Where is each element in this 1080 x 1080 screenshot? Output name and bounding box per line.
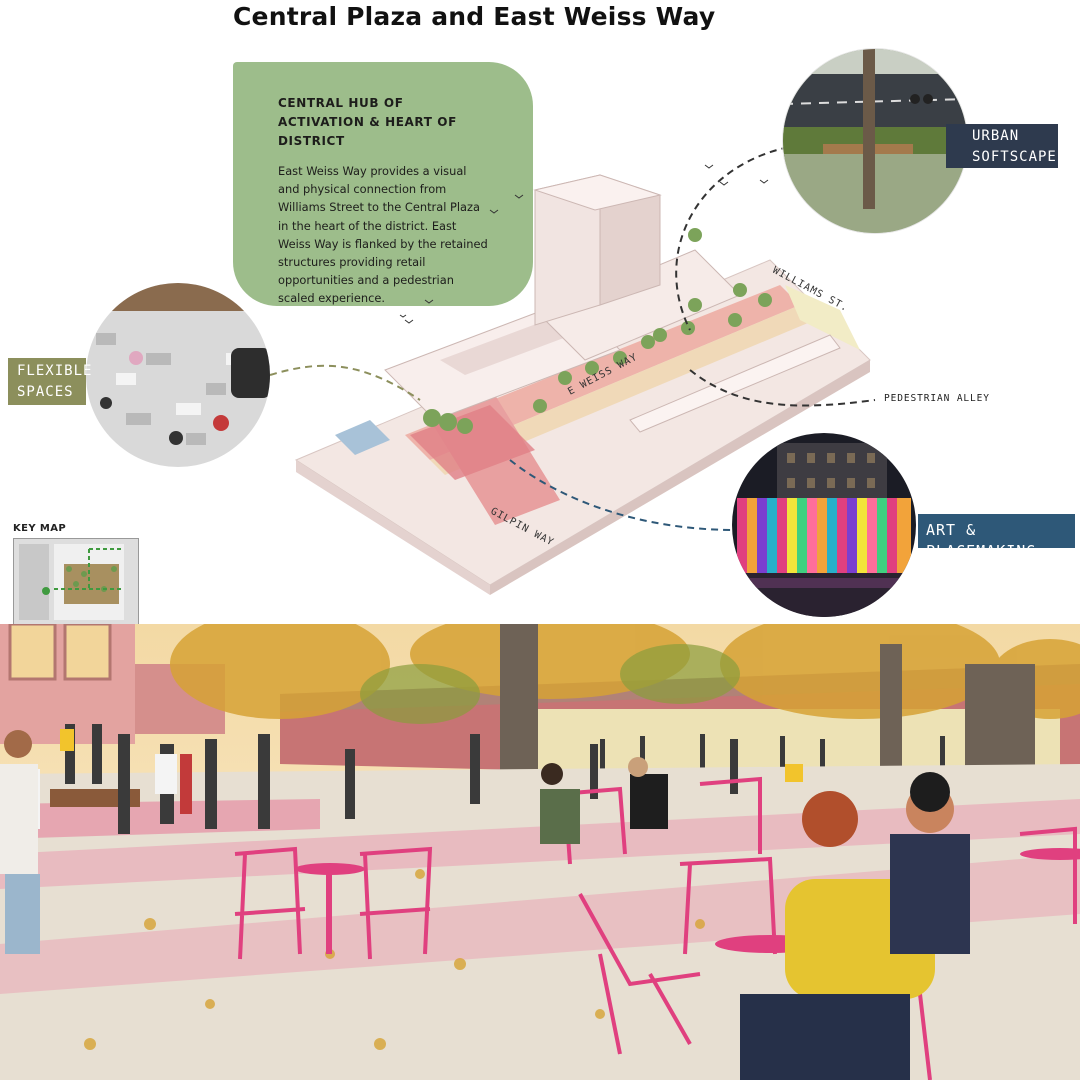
- plaza-rendering: [0, 624, 1080, 1080]
- flexible-spaces-photo: [86, 283, 270, 467]
- art-placemaking-label: ART & PLACEMAKING: [918, 514, 1075, 560]
- flexible-spaces-label: FLEXIBLE SPACES: [8, 358, 91, 405]
- info-card-heading: CENTRAL HUB OF ACTIVATION & HEART OF DIS…: [278, 96, 457, 148]
- art-placemaking-photo: [732, 433, 916, 617]
- pedestrian-alley-label: PEDESTRIAN ALLEY: [884, 393, 990, 404]
- urban-softscape-label: URBAN SOFTSCAPE: [946, 124, 1058, 168]
- info-card: CENTRAL HUB OF ACTIVATION & HEART OF DIS…: [233, 62, 533, 306]
- page-title: Central Plaza and East Weiss Way: [233, 2, 716, 31]
- key-map-title: KEY MAP: [13, 523, 67, 534]
- info-card-body: East Weiss Way provides a visual and phy…: [278, 164, 488, 306]
- urban-softscape-photo: [782, 48, 968, 234]
- key-map: [13, 538, 139, 626]
